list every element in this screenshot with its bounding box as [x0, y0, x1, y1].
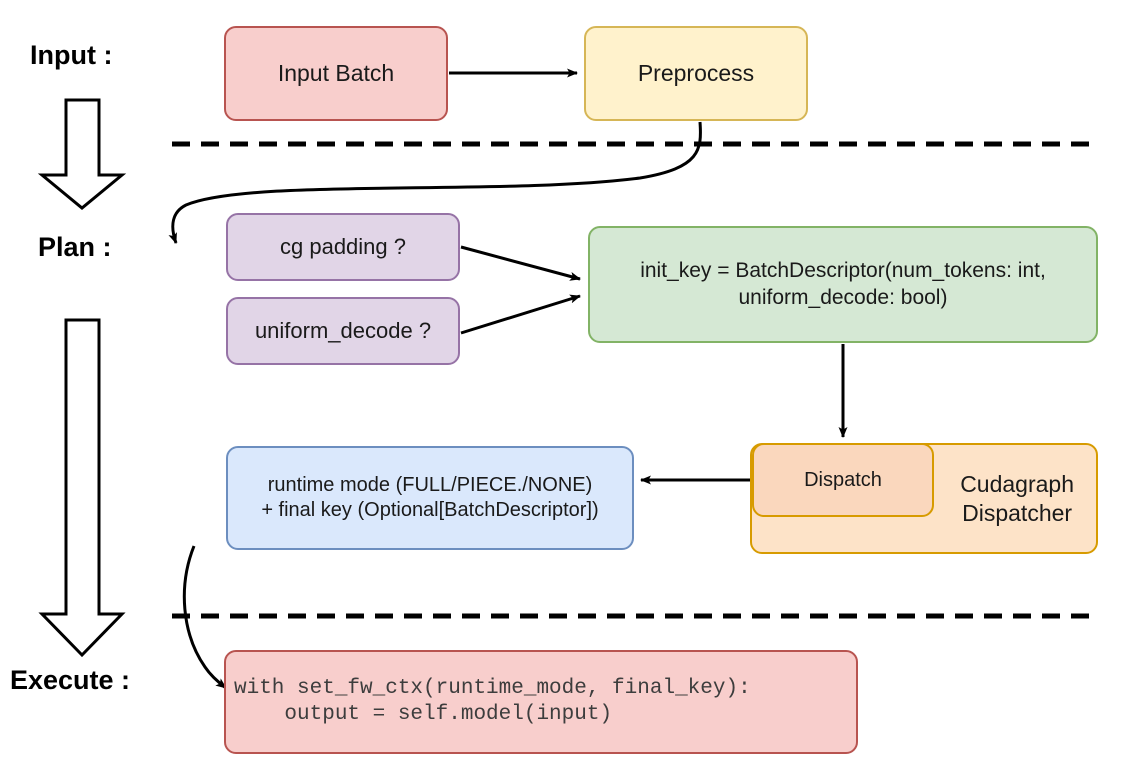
node-cudagraph-dispatcher-line1: Cudagraph — [960, 470, 1074, 497]
input-to-plan-stage-arrow — [37, 98, 127, 210]
node-init-key-line2: uniform_decode: bool) — [738, 285, 948, 309]
node-input-batch-label: Input Batch — [277, 60, 395, 87]
node-uniform-decode[interactable]: uniform_decode ? — [226, 297, 460, 365]
stage-label-plan: Plan : — [38, 232, 112, 262]
node-uniform-decode-label: uniform_decode ? — [254, 318, 432, 344]
node-dispatch-label: Dispatch — [804, 468, 882, 491]
node-preprocess[interactable]: Preprocess — [584, 26, 808, 121]
node-init-key[interactable]: init_key = BatchDescriptor(num_tokens: i… — [588, 226, 1098, 343]
node-dispatch[interactable]: Dispatch — [752, 443, 934, 517]
runtime-mode-to-execute-code-arrow — [182, 545, 227, 690]
node-cg-padding[interactable]: cg padding ? — [226, 213, 460, 281]
cg-padding-to-init-key-arrow — [460, 245, 581, 281]
node-runtime-mode-line2: + final key (Optional[BatchDescriptor]) — [261, 499, 599, 521]
node-execute-code[interactable]: with set_fw_ctx(runtime_mode, final_key)… — [224, 650, 858, 754]
node-cudagraph-dispatcher-line2: Dispatcher — [962, 499, 1073, 526]
node-runtime-mode[interactable]: runtime mode (FULL/PIECE./NONE) + final … — [226, 446, 634, 550]
plan-to-execute-stage-arrow — [38, 318, 126, 658]
node-cudagraph-dispatcher-text: Cudagraph Dispatcher — [960, 470, 1074, 528]
node-input-batch[interactable]: Input Batch — [224, 26, 448, 121]
node-init-key-line1: init_key = BatchDescriptor(num_tokens: i… — [640, 259, 1046, 283]
stage-label-input: Input : — [30, 40, 113, 70]
node-runtime-mode-line1: runtime mode (FULL/PIECE./NONE) — [267, 474, 593, 496]
uniform-decode-to-init-key-arrow — [460, 294, 581, 335]
node-preprocess-label: Preprocess — [637, 60, 755, 87]
stage-label-execute: Execute : — [10, 665, 131, 695]
node-runtime-mode-text: runtime mode (FULL/PIECE./NONE) + final … — [261, 473, 598, 523]
node-execute-code-text: with set_fw_ctx(runtime_mode, final_key)… — [234, 676, 751, 729]
node-cg-padding-label: cg padding ? — [280, 234, 406, 260]
node-execute-code-line2: output = self.model(input) — [234, 703, 613, 726]
node-execute-code-line1: with set_fw_ctx(runtime_mode, final_key)… — [234, 676, 751, 700]
node-init-key-text: init_key = BatchDescriptor(num_tokens: i… — [640, 258, 1046, 311]
